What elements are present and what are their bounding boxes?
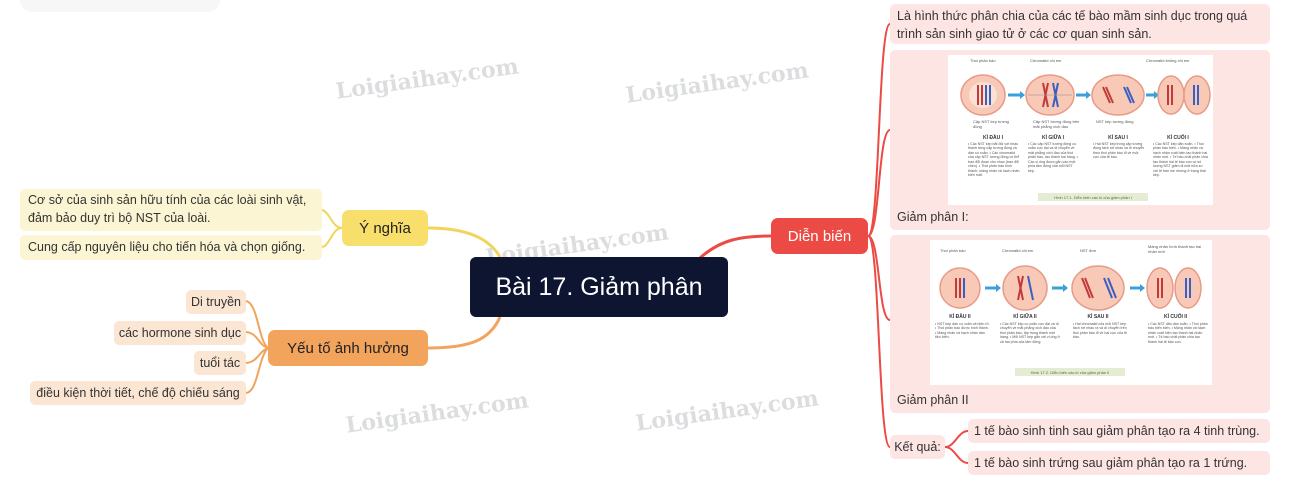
stage-text: • Các NST kép dãn xoắn. • Thoi phân bào … [1153,142,1208,190]
stage-title: KÌ GIỮA I [1028,135,1078,141]
giam-phan-1-figure: Thoi phân bào Chromatid chị em Chromatid… [948,55,1213,205]
stage-text: • Hai NST kép trong cặp tương đồng tách … [1093,142,1145,190]
branch-dien-bien[interactable]: Diễn biến [771,218,868,254]
ket-qua-leaf[interactable]: 1 tế bào sinh tinh sau giảm phân tạo ra … [968,419,1270,443]
root-title: Bài 17. Giảm phân [495,273,702,302]
y-nghia-leaf[interactable]: Cung cấp nguyên liệu cho tiến hóa và chọ… [20,235,322,260]
figure-label: Cặp NST tương đồng trên mặt phẳng xích đ… [1033,119,1083,129]
stage-title: KÌ CUỐI I [1153,135,1203,141]
giam-phan-1-caption: Giảm phân I: [897,210,969,224]
giam-phan-2-cells [930,240,1212,385]
figure-label: Chromatid không chị em [1146,58,1189,63]
figure-label: Màng nhân hình thành tạo hai nhân mới [1148,244,1206,254]
ket-qua-label[interactable]: Kết quả: [890,435,945,459]
stage-text: • Các NST kép co xoắn cực đại và di chuy… [1000,322,1060,362]
yeu-to-leaf[interactable]: tuổi tác [194,351,246,375]
figure-label: NST đơn [1080,248,1096,253]
yeu-to-leaf[interactable]: các hormone sinh dục [114,321,246,345]
stage-title: KÌ SAU II [1073,314,1123,320]
figure-label: Chromatid chị em [1030,58,1061,63]
stage-text: • Các cặp NST tương đồng co xoắn cực đại… [1028,142,1080,190]
figure-caption: Hình 17.1. Diễn biến các kì của giảm phâ… [1038,193,1148,201]
branch-yeu-to-anh-huong[interactable]: Yếu tố ảnh hưởng [268,330,428,366]
figure-label: NST kép tương đồng [1096,119,1146,124]
giam-phan-2-caption: Giảm phân II [897,393,969,407]
branch-label: Diễn biến [788,228,851,245]
figure-label: Chromatid chị em [1002,248,1033,253]
stage-title: KÌ ĐẦU I [968,135,1018,141]
yeu-to-leaf[interactable]: điều kiện thời tiết, chế độ chiếu sáng [30,381,246,405]
stage-title: KÌ ĐẦU II [935,314,985,320]
stage-title: KÌ CUỐI II [1148,314,1203,320]
stage-text: • Các NST kép bắt đôi với nhau thành từn… [968,142,1020,190]
giam-phan-1-panel[interactable]: Thoi phân bào Chromatid chị em Chromatid… [890,50,1270,230]
ket-qua-leaf[interactable]: 1 tế bào sinh trứng sau giảm phân tạo ra… [968,451,1270,475]
stage-text: • Hai chromatid của mỗi NST kép tách rời… [1073,322,1133,362]
branch-y-nghia[interactable]: Ý nghĩa [342,210,428,246]
yeu-to-leaf[interactable]: Di truyền [186,290,246,314]
stage-title: KÌ SAU I [1093,135,1143,141]
stage-title: KÌ GIỮA II [1000,314,1050,320]
y-nghia-leaf[interactable]: Cơ sở của sinh sản hữu tính của các loài… [20,189,322,231]
stage-text: • Các NST dãn dần xoắn. • Thoi phân bào … [1148,322,1208,362]
top-shadow [20,0,220,12]
definition-leaf[interactable]: Là hình thức phân chia của các tế bào mầ… [890,4,1270,44]
figure-label: Thoi phân bào [940,248,966,253]
root-node[interactable]: Bài 17. Giảm phân [470,257,728,317]
branch-label: Yếu tố ảnh hưởng [287,340,409,357]
stage-text: • NST kép dần co xoắn và hiện rõ. • Thoi… [935,322,990,362]
figure-label: Cặp NST kép tương đồng [973,119,1013,129]
giam-phan-2-figure: Thoi phân bào Chromatid chị em NST đơn M… [930,240,1212,385]
figure-label: Thoi phân bào [970,58,996,63]
figure-caption: Hình 17.2. Diễn biến các kì của giảm phâ… [1015,368,1125,376]
giam-phan-2-panel[interactable]: Thoi phân bào Chromatid chị em NST đơn M… [890,235,1270,413]
branch-label: Ý nghĩa [359,220,411,237]
